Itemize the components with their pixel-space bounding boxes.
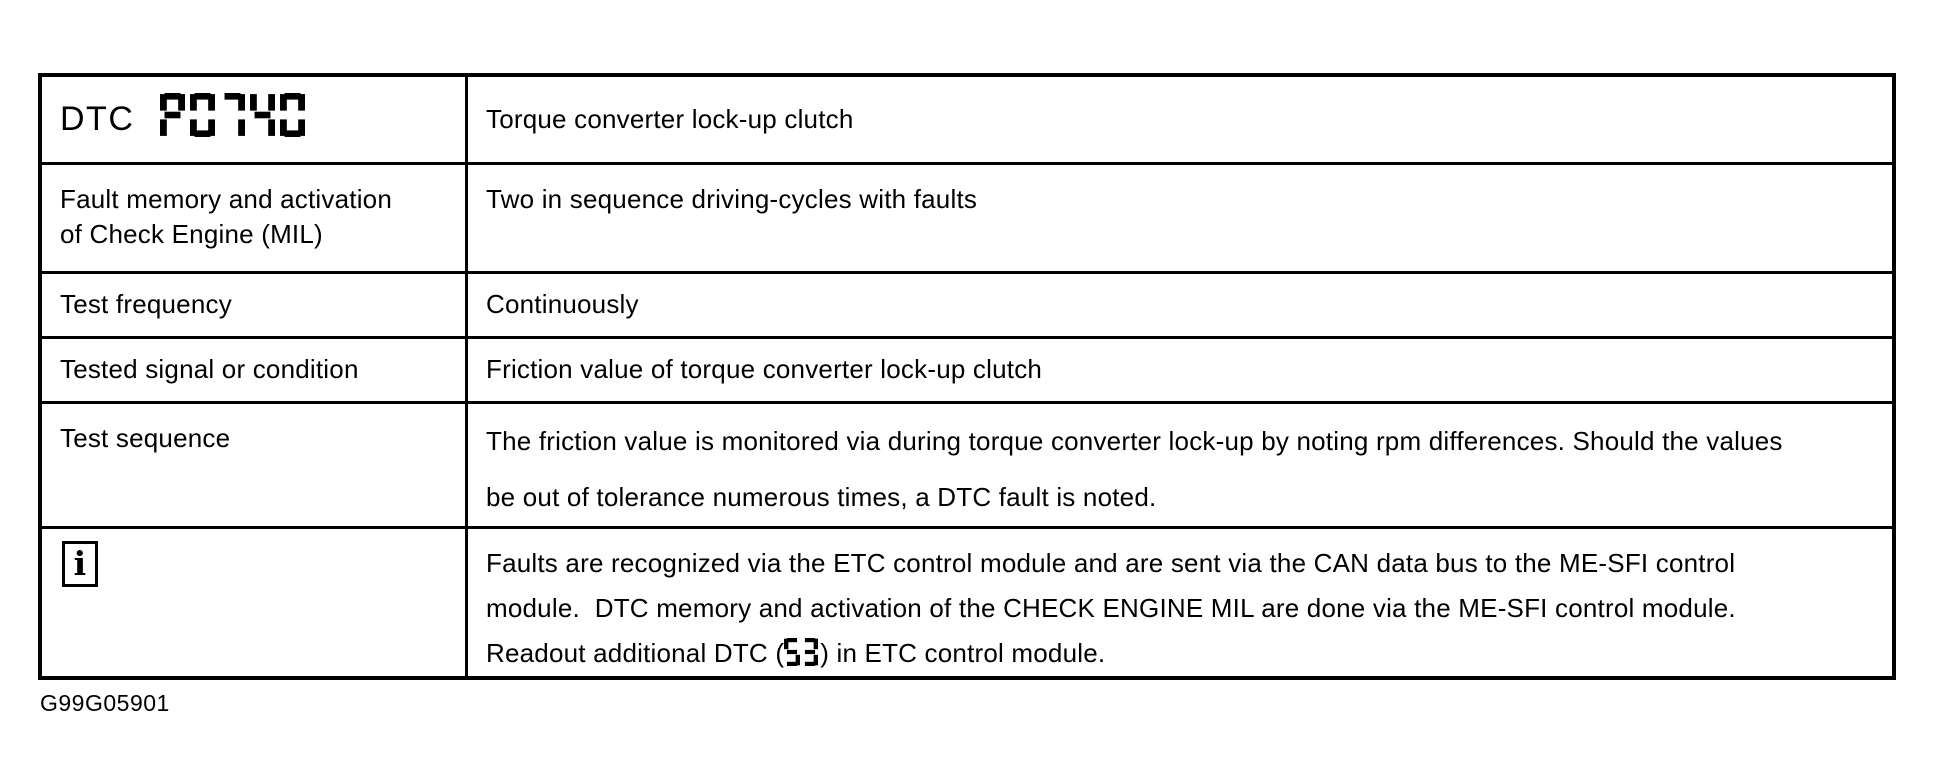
dtc-description: Torque converter lock-up clutch [486,103,854,134]
info-icon: i [62,540,98,587]
info-note-after: ) in ETC control module. [820,637,1106,668]
info-icon-cell: i [42,528,468,676]
row-value-cell: Friction value of torque converter lock-… [468,339,1892,401]
dtc-info-table: DTC Torque converter lock-up clutch Faul… [38,73,1896,680]
info-note-before: Faults are recognized via the ETC contro… [486,547,1751,668]
row-label-cell: Test sequence [42,404,468,526]
row-label: Tested signal or condition [60,354,359,385]
etc-dtc-code-lcd-display [784,637,820,668]
table-row-dtc: DTC Torque converter lock-up clutch [42,77,1892,162]
row-label-cell: Fault memory and activation of Check Eng… [42,165,468,271]
table-row-test-frequency: Test frequency Continuously [42,271,1892,336]
row-value-cell: The friction value is monitored via duri… [468,404,1892,526]
row-value-cell: Continuously [468,274,1892,336]
dtc-code-lcd-display [160,92,310,146]
row-label-cell: Tested signal or condition [42,339,468,401]
table-row-fault-memory: Fault memory and activation of Check Eng… [42,162,1892,271]
table-row-info-note: i Faults are recognized via the ETC cont… [42,525,1892,676]
row-label: Test sequence [60,423,231,453]
dtc-code-cell: DTC [42,77,468,162]
dtc-description-cell: Torque converter lock-up clutch [468,77,1892,162]
row-value: Friction value of torque converter lock-… [486,354,1043,385]
row-value: Continuously [486,289,639,320]
dtc-label: DTC [60,99,135,138]
row-value: Two in sequence driving-cycles with faul… [486,184,978,214]
row-value: The friction value is monitored via duri… [486,426,1791,512]
info-note-cell: Faults are recognized via the ETC contro… [468,529,1892,676]
row-label-cell: Test frequency [42,274,468,336]
table-row-test-sequence: Test sequence The friction value is moni… [42,401,1892,526]
figure-id: G99G05901 [40,690,170,716]
info-note-text: Faults are recognized via the ETC contro… [486,541,1786,676]
row-label: Fault memory and activation of Check Eng… [60,184,392,250]
row-label: Test frequency [60,289,232,320]
row-value-cell: Two in sequence driving-cycles with faul… [468,165,1892,271]
table-row-tested-signal: Tested signal or condition Friction valu… [42,336,1892,401]
